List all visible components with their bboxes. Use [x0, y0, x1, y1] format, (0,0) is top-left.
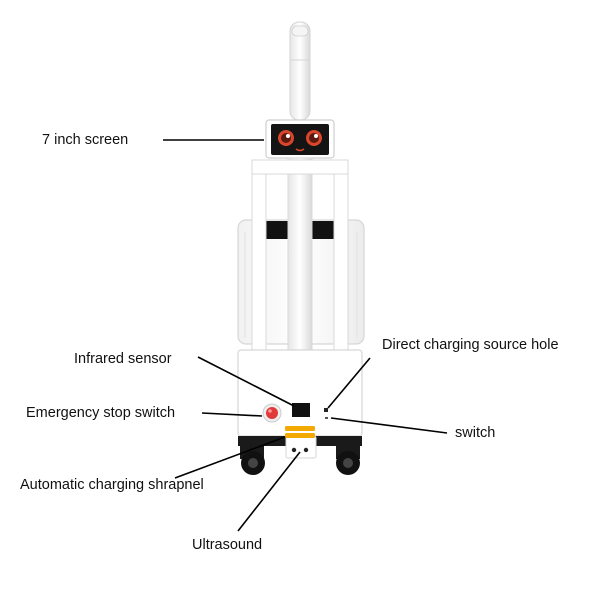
right-wheel [336, 443, 360, 475]
emergency-stop-button [262, 403, 282, 423]
infrared-sensor [292, 403, 310, 417]
power-switch [325, 417, 328, 419]
leader-direct-charge [327, 357, 371, 409]
leader-infrared [197, 356, 295, 407]
leader-switch [330, 417, 448, 434]
label-emergency-stop: Emergency stop switch [26, 405, 176, 421]
leader-auto-charge [174, 436, 286, 479]
ultrasound-sensor [291, 447, 309, 453]
charging-shrapnel [285, 426, 315, 438]
left-wheel [240, 443, 265, 475]
label-auto-charging: Automatic charging shrapnel [20, 477, 204, 493]
leader-estop [201, 412, 263, 417]
left-eye-icon [278, 130, 294, 146]
label-infrared-sensor: Infrared sensor [74, 351, 172, 367]
leader-ultrasound [237, 451, 301, 532]
label-direct-charging: Direct charging source hole [382, 337, 559, 353]
label-screen: 7 inch screen [42, 132, 129, 148]
right-eye-icon [306, 130, 322, 146]
head-screen [265, 119, 335, 159]
label-switch: switch [455, 425, 496, 441]
direct-charging-hole [324, 408, 328, 412]
label-ultrasound: Ultrasound [192, 537, 263, 553]
leader-lines [163, 139, 448, 532]
antenna-pole [289, 21, 311, 121]
